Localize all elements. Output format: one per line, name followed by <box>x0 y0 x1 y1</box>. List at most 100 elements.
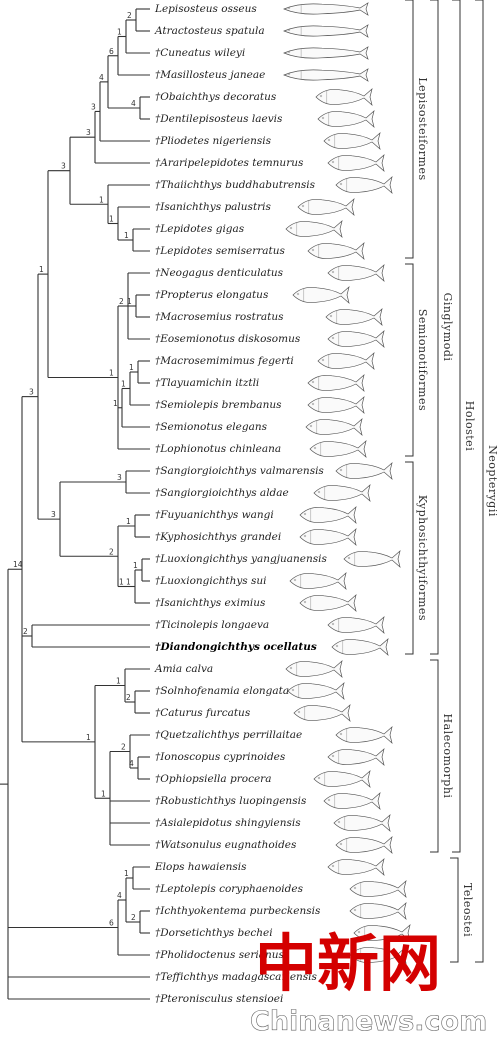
taxon-label: Lepisosteus osseus <box>154 3 257 15</box>
clade-label: Ginglymodi <box>441 293 454 362</box>
taxon-label: †Dorsetichthys bechei <box>155 927 273 939</box>
fish-illustration <box>335 176 393 194</box>
taxon-label: Amia calva <box>154 663 213 675</box>
taxon-label: †Quetzalichthys perrillaitae <box>155 729 302 741</box>
taxon-label: †Eosemionotus diskosomus <box>155 333 301 345</box>
node-support-value: 1 <box>133 561 138 570</box>
clade-label: Lepisosteiformes <box>416 77 429 180</box>
fish-illustration <box>309 440 367 458</box>
fish-illustration <box>327 858 385 876</box>
node-support-value: 1 <box>101 789 106 798</box>
clade-bracket: Teleostei <box>450 857 474 963</box>
fish-illustration <box>283 68 369 82</box>
fish-illustration <box>327 616 385 634</box>
fish-illustration <box>297 198 355 216</box>
taxon-label: †Robustichthys luopingensis <box>155 795 307 807</box>
node-support-value: 2 <box>126 693 131 702</box>
taxon-label: †Luoxiongichthys yangjuanensis <box>155 553 327 565</box>
fish-illustration <box>299 528 357 546</box>
fish-illustration <box>335 462 393 480</box>
fish-illustration <box>327 154 385 172</box>
taxon-label: †Thaiichthys buddhabutrensis <box>155 179 316 191</box>
fish-illustration <box>343 550 401 568</box>
node-support-value: 1 <box>129 363 134 372</box>
node-support-value: 3 <box>91 102 96 111</box>
fish-illustrations <box>283 2 411 964</box>
node-support-value: 1 <box>86 733 91 742</box>
node-support-value: 4 <box>99 73 104 82</box>
clade-bracket: Kyphosichthyiformes <box>405 461 429 655</box>
clade-label: Semionotiformes <box>416 309 429 411</box>
fish-illustration <box>335 726 393 744</box>
watermark-chinese: 中新网 <box>255 927 441 1000</box>
taxon-label: †Diandongichthys ocellatus <box>155 641 317 653</box>
fish-illustration <box>327 748 385 766</box>
node-support-value: 1 <box>121 380 126 389</box>
node-support-value: 3 <box>51 510 56 519</box>
fish-illustration <box>305 418 363 436</box>
node-support-value: 3 <box>86 128 91 137</box>
fish-illustration <box>285 660 343 678</box>
fish-illustration <box>292 286 350 304</box>
node-support-value: 1 <box>109 215 114 224</box>
fish-illustration <box>307 396 365 414</box>
node-support-value: 2 <box>109 547 114 556</box>
node-support-value: 2 <box>119 297 124 306</box>
taxon-label: †Pteronisculus stensioei <box>155 993 283 1005</box>
taxon-label: †Pholidoctenus serianus <box>155 949 284 961</box>
node-support-value: 4 <box>131 99 136 108</box>
fish-illustration <box>323 792 381 810</box>
taxon-label: †Leptolepis coryphaenoides <box>155 883 304 895</box>
node-support-value: 1 <box>39 265 44 274</box>
node-support-value: 3 <box>117 473 122 482</box>
taxon-label: †Fuyuanichthys wangi <box>155 509 274 521</box>
node-support-value: 4 <box>117 891 122 900</box>
fish-illustration <box>299 506 357 524</box>
clade-bracket: Halecomorphi <box>430 659 454 853</box>
node-support-value: 14 <box>13 560 23 569</box>
taxon-label: †Dentilepisosteus laevis <box>155 113 283 125</box>
fish-illustration <box>283 24 369 38</box>
node-support-value: 1 <box>124 869 129 878</box>
fish-illustration <box>323 132 381 150</box>
taxon-label: †Masillosteus janeae <box>155 69 265 81</box>
fish-illustration <box>349 902 407 920</box>
node-support-value: 1 <box>99 195 104 204</box>
fish-illustration <box>283 46 369 60</box>
fish-illustration <box>349 946 407 964</box>
clade-label: Neopterygii <box>486 445 499 517</box>
taxon-label: †Solnhofenamia elongata <box>155 685 289 697</box>
fish-illustration <box>327 330 385 348</box>
fish-illustration <box>289 572 347 590</box>
fish-illustration <box>307 374 365 392</box>
fish-illustration <box>327 264 385 282</box>
node-support-value: 2 <box>127 11 132 20</box>
taxon-label: †Lepidotes gigas <box>155 223 245 235</box>
taxon-label: †Neogagus denticulatus <box>155 267 284 279</box>
node-support-value: 2 <box>23 627 28 636</box>
fish-illustration <box>313 770 371 788</box>
node-support-value: 2 <box>131 913 136 922</box>
taxon-label: †Isanichthys eximius <box>155 597 266 609</box>
fish-illustration <box>325 308 383 326</box>
node-support-value: 3 <box>29 388 34 397</box>
taxon-label: †Caturus furcatus <box>155 707 251 719</box>
fish-illustration <box>315 88 373 106</box>
taxon-label: †Macrosemius rostratus <box>155 311 284 323</box>
node-support-value: 6 <box>109 47 114 56</box>
taxon-label: †Obaichthys decoratus <box>155 91 277 103</box>
fish-illustration <box>283 2 369 16</box>
node-support-value: 1 <box>113 399 118 408</box>
taxon-label: †Asialepidotus shingyiensis <box>155 817 301 829</box>
node-support-value: 3 <box>61 162 66 171</box>
taxon-label: †Kyphosichthys grandei <box>155 531 281 543</box>
taxon-label: †Semionotus elegans <box>155 421 268 433</box>
tree-branches <box>0 8 150 1000</box>
node-support-value: 6 <box>109 919 114 928</box>
node-support-value: 2 <box>121 743 126 752</box>
fish-illustration <box>299 594 357 612</box>
